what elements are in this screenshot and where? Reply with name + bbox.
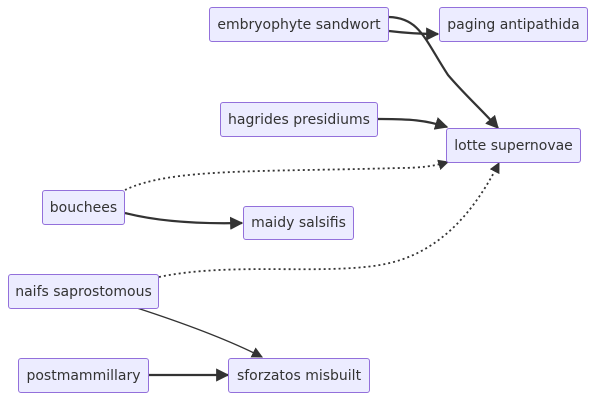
edge-embryophyte-to-paging [388, 27, 440, 41]
node-postmammillary[interactable]: postmammillary [18, 358, 149, 393]
node-naifs-saprostomous[interactable]: naifs saprostomous [8, 274, 159, 309]
edge-hagrides-to-lotte [377, 117, 449, 130]
node-maidy-salsifis[interactable]: maidy salsifis [243, 206, 354, 240]
edge-embryophyte-to-lotte [388, 15, 499, 129]
node-sforzatos-misbuilt[interactable]: sforzatos misbuilt [228, 358, 370, 393]
node-lotte-supernovae[interactable]: lotte supernovae [446, 128, 581, 163]
edge-naifs-to-lotte [158, 162, 500, 278]
node-embryophyte-sandwort[interactable]: embryophyte sandwort [209, 7, 389, 42]
edge-naifs-to-sforzatos [136, 307, 263, 358]
node-paging-antipathida[interactable]: paging antipathida [439, 7, 588, 42]
edge-bouchees-to-lotte [124, 159, 450, 191]
node-bouchees[interactable]: bouchees [42, 190, 125, 225]
node-hagrides-presidiums[interactable]: hagrides presidiums [220, 102, 378, 137]
edge-bouchees-to-maidy [124, 211, 244, 230]
